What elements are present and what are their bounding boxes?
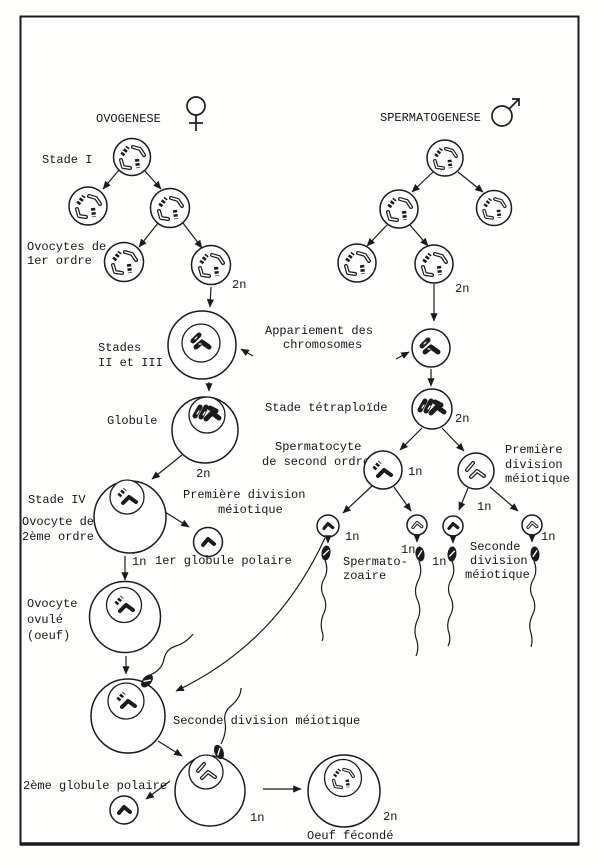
cell-ovogonie-stade1 bbox=[112, 137, 152, 177]
arrows-ovogonie-divisions bbox=[102, 169, 214, 308]
ploidy-2n-ovocytes: 2n bbox=[232, 278, 246, 292]
sperm-tail-entering-egg bbox=[149, 633, 194, 676]
label-globule: Globule bbox=[107, 414, 157, 428]
cell-ovocyte-ovule bbox=[88, 580, 162, 654]
cell-spermatocyte2-gauche bbox=[363, 450, 403, 490]
label-seconde-division-droite-l1: Seconde bbox=[470, 540, 520, 554]
label-spermatocyte-l2: de second ordre bbox=[262, 455, 370, 469]
cell-globule bbox=[171, 396, 239, 464]
ploidy-2n-feconde: 2n bbox=[383, 810, 397, 824]
label-premiere-division-l1: Première division bbox=[183, 488, 305, 502]
label-appariement-l2: chromosomes bbox=[283, 338, 362, 352]
cell-appariement-sperme bbox=[411, 328, 451, 368]
spermatozoaire-d bbox=[529, 545, 541, 648]
arrows-vers-spermatides bbox=[342, 485, 519, 514]
label-stade-tetraploide: Stade tétraploïde bbox=[265, 401, 387, 415]
label-seconde-division-gauche: Seconde division méiotique bbox=[173, 714, 360, 728]
label-premiere-division-droite-l1: Première bbox=[505, 443, 563, 457]
ploidy-1n-spermatide-d: 1n bbox=[541, 530, 555, 544]
label-stade-i: Stade I bbox=[42, 153, 92, 167]
spermatogenese-title: SPERMATOGENESE bbox=[380, 111, 481, 125]
cell-ovocyte1-droite bbox=[190, 244, 232, 286]
cell-spermatocyte2-droite bbox=[457, 452, 495, 490]
label-ovocyte-ovule-l3: (oeuf) bbox=[27, 629, 70, 643]
label-spermatozoaire-l2: zoaire bbox=[343, 569, 386, 583]
ovogenese-title: OVOGENESE bbox=[96, 112, 161, 126]
ploidy-2n-tetraploide: 2n bbox=[455, 412, 469, 426]
label-ovocyte-ovule-l1: Ovocyte bbox=[27, 597, 77, 611]
label-seconde-division-droite-l3: méiotique bbox=[465, 568, 530, 582]
label-premiere-division-l2: méiotique bbox=[218, 503, 283, 517]
ploidy-1n-spermatide-b: 1n bbox=[401, 543, 415, 557]
label-ovocytes-1er-l1: Ovocytes de bbox=[27, 240, 106, 254]
label-seconde-division-droite-l2: division bbox=[470, 554, 528, 568]
cell-ovogonie-fille-gauche bbox=[68, 186, 108, 226]
label-globule-polaire-1: 1er globule polaire bbox=[155, 554, 292, 568]
cell-spermatogonie-fille-gauche bbox=[379, 189, 419, 229]
ploidy-2n-spermatogonies: 2n bbox=[455, 282, 469, 296]
arrow-spermatozoaire-vers-oeuf bbox=[175, 537, 326, 692]
arrow-vers-seconde-division bbox=[157, 740, 183, 757]
spermatozoaire-a bbox=[319, 544, 333, 642]
label-ovocyte-2eme-l2: 2ème ordre bbox=[22, 530, 94, 544]
label-stades-ii-iii-l2: II et III bbox=[98, 356, 163, 370]
cell-spermatogonie-fille-droite bbox=[475, 189, 513, 227]
ploidy-1n-oeuf: 1n bbox=[250, 811, 264, 825]
cell-oeuf-feconde-en-cours bbox=[90, 678, 166, 754]
ploidy-1n-spermatide-c: 1n bbox=[432, 555, 446, 569]
label-ovocyte-2eme-l1: Ovocyte de bbox=[22, 515, 94, 529]
cell-ovogonie-fille-droite bbox=[149, 187, 191, 229]
label-stade-iv: Stade IV bbox=[28, 493, 86, 507]
ploidy-2n-globule: 2n bbox=[196, 467, 210, 481]
cell-spermatide-c bbox=[442, 515, 464, 537]
cell-spermatide-d bbox=[521, 514, 543, 536]
ploidy-1n-spermatocyte2: 1n bbox=[408, 465, 422, 479]
cell-spermatocyte1-gauche bbox=[337, 243, 377, 283]
cell-globule-polaire-2 bbox=[109, 795, 139, 825]
label-stades-ii-iii-l1: Stades bbox=[98, 341, 141, 355]
cell-seconde-division bbox=[174, 754, 246, 827]
label-spermatozoaire-l1: Spermato- bbox=[343, 555, 408, 569]
arrow-vers-globule-polaire1 bbox=[164, 511, 190, 528]
arrow-appariement-gauche bbox=[240, 348, 254, 357]
arrow-vers-stade4 bbox=[151, 454, 183, 480]
ploidy-1n-spermatide-a: 1n bbox=[345, 530, 359, 544]
cell-spermatocyte1-droite bbox=[414, 244, 454, 284]
female-symbol-icon bbox=[186, 96, 206, 131]
arrow-vers-spermatocyte2-gauche bbox=[399, 427, 423, 451]
cell-stade-tetraploide bbox=[411, 388, 453, 430]
label-globule-polaire-2: 2ème globule polaire bbox=[23, 779, 167, 793]
cell-globule-polaire-1 bbox=[192, 526, 224, 558]
cell-oeuf-feconde bbox=[307, 754, 381, 828]
cell-spermatide-b bbox=[406, 514, 428, 536]
cell-spermatogonie bbox=[426, 139, 464, 177]
cell-spermatide-a bbox=[316, 514, 340, 538]
label-ovocyte-ovule-l2: ovulé bbox=[27, 613, 63, 627]
arrows-spermatogonie-divisions bbox=[366, 171, 484, 322]
male-symbol-icon bbox=[491, 98, 520, 127]
cell-ovocyte1-gauche bbox=[103, 241, 145, 283]
cell-stades-ii-iii bbox=[167, 310, 237, 380]
label-oeuf-feconde: Oeuf fécondé bbox=[307, 829, 393, 843]
label-ovocytes-1er-l2: 1er ordre bbox=[27, 254, 92, 268]
arrow-vers-globule-polaire2 bbox=[145, 780, 171, 800]
arrow-appariement-droite bbox=[395, 351, 410, 360]
spermatozoaire-c bbox=[446, 545, 458, 647]
ploidy-1n-apres-premiere: 1n bbox=[132, 555, 146, 569]
label-appariement-l1: Appariement des bbox=[265, 324, 373, 338]
arrow-vers-spermatocyte2-droite bbox=[441, 427, 465, 452]
page-frame bbox=[19, 15, 580, 846]
label-premiere-division-droite-l3: méiotique bbox=[505, 472, 570, 486]
spermatozoaire-b bbox=[413, 545, 427, 657]
label-premiere-division-droite-l2: division bbox=[505, 458, 563, 472]
cell-ovocyte-2eme-ordre bbox=[93, 479, 167, 554]
label-spermatocyte-l1: Spermatocyte bbox=[275, 440, 361, 454]
ploidy-1n-entre-divisions: 1n bbox=[477, 500, 491, 514]
arrows-spermatide-vers-spermatozoaire bbox=[324, 534, 536, 544]
sperm-tail-on-cell bbox=[220, 687, 242, 745]
